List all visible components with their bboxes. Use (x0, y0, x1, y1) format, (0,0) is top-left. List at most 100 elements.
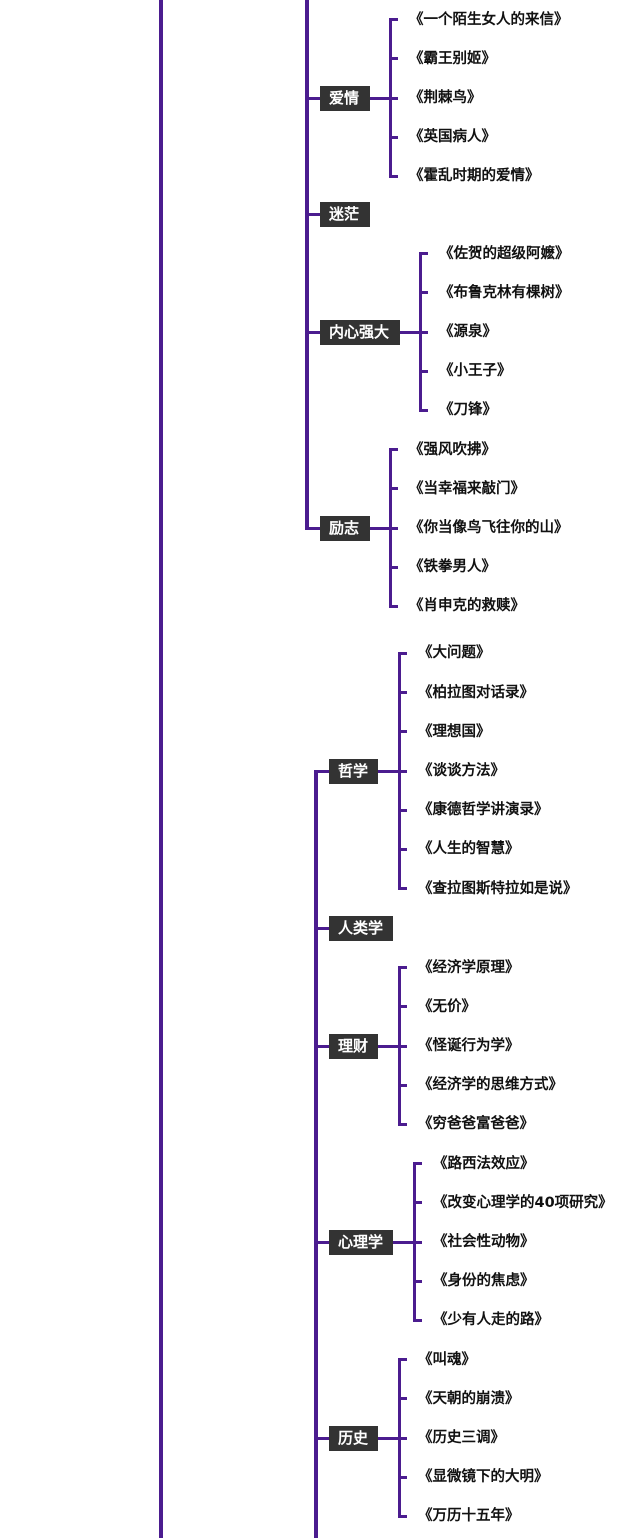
category-connector-line (314, 1240, 329, 1244)
book-tick-line (413, 1318, 422, 1322)
book-title: 《荆棘鸟》 (409, 90, 482, 106)
book-title: 《霸王别姬》 (409, 50, 496, 67)
book-title: 《铁拳男人》 (409, 559, 496, 576)
book-title: 《查拉图斯特拉如是说》 (418, 880, 578, 897)
book-tick-line (389, 135, 398, 139)
category-connector-line (314, 926, 329, 930)
book-title: 《无价》 (418, 998, 476, 1015)
book-title: 《少有人走的路》 (433, 1312, 549, 1329)
book-title: 《理想国》 (418, 723, 491, 740)
category-connector-line (305, 96, 320, 100)
category-connector-line (314, 1436, 329, 1440)
book-tick-line (398, 1083, 407, 1087)
category-node-2: 理财 (329, 1033, 378, 1059)
book-title: 《佐贺的超级阿嬷》 (439, 245, 570, 262)
book-tick-line (413, 1279, 422, 1283)
book-tick-line (398, 966, 407, 970)
category-node-0: 爱情 (320, 85, 370, 111)
category-node-1: 人类学 (329, 915, 393, 941)
book-title: 《穷爸爸富爸爸》 (418, 1116, 534, 1133)
book-title: 《刀锋》 (439, 402, 497, 419)
book-title: 《一个陌生女人的来信》 (409, 11, 569, 28)
book-tick-line (398, 1044, 407, 1048)
category-node-2: 内心强大 (320, 319, 400, 345)
book-tick-line (398, 1475, 407, 1479)
branch-connector-line (378, 1044, 406, 1048)
book-tick-line (398, 1122, 407, 1126)
book-title: 《柏拉图对话录》 (418, 684, 534, 701)
category-connector-line (305, 212, 320, 216)
category-connector-line (314, 1044, 329, 1048)
branch-connector-line (378, 769, 406, 773)
book-title: 《社会性动物》 (433, 1234, 535, 1250)
book-title: 《你当像鸟飞往你的山》 (409, 520, 569, 536)
main-trunk-line (159, 0, 163, 1538)
branch-connector-line (400, 330, 427, 334)
book-tick-line (398, 887, 407, 891)
book-title: 《强风吹拂》 (409, 441, 496, 458)
book-tick-line (398, 691, 407, 695)
category-connector-line (305, 526, 320, 530)
book-tick-line (398, 1436, 407, 1440)
branch-connector-line (370, 526, 397, 530)
book-title: 《历史三调》 (418, 1430, 505, 1446)
book-tick-line (398, 847, 407, 851)
book-tick-line (389, 96, 398, 100)
category-connector-line (305, 330, 320, 334)
category-node-4: 历史 (329, 1425, 378, 1451)
book-tick-line (413, 1240, 422, 1244)
book-tick-line (398, 769, 407, 773)
book-tick-line (413, 1162, 422, 1166)
book-title: 《英国病人》 (409, 129, 496, 146)
book-tick-line (398, 1397, 407, 1401)
book-tick-line (419, 252, 428, 256)
book-tick-line (389, 526, 398, 530)
book-tick-line (419, 330, 428, 334)
book-title: 《显微镜下的大明》 (418, 1469, 549, 1486)
branch-connector-line (370, 96, 397, 100)
book-tick-line (389, 604, 398, 608)
book-tick-line (389, 57, 398, 61)
book-title: 《经济学原理》 (418, 959, 520, 976)
book-tick-line (389, 448, 398, 452)
book-title: 《谈谈方法》 (418, 763, 505, 779)
branch-connector-line (393, 1240, 421, 1244)
book-title: 《万历十五年》 (418, 1508, 520, 1525)
book-tick-line (389, 487, 398, 491)
book-tick-line (398, 1514, 407, 1518)
book-title: 《怪诞行为学》 (418, 1038, 520, 1054)
book-tick-line (389, 18, 398, 22)
book-title: 《改变心理学的40项研究》 (433, 1194, 613, 1211)
book-tick-line (389, 174, 398, 178)
book-tick-line (419, 291, 428, 295)
branch-connector-line (378, 1436, 406, 1440)
book-tick-line (389, 565, 398, 569)
book-title: 《源泉》 (439, 324, 497, 340)
group-spine-line (305, 0, 309, 530)
book-title: 《康德哲学讲演录》 (418, 802, 549, 819)
book-title: 《霍乱时期的爱情》 (409, 168, 540, 185)
book-title: 《大问题》 (418, 645, 491, 662)
book-title: 《当幸福来敲门》 (409, 480, 525, 497)
book-title: 《人生的智慧》 (418, 841, 520, 858)
book-tick-line (419, 369, 428, 373)
book-title: 《经济学的思维方式》 (418, 1077, 563, 1094)
group-spine-line (314, 770, 318, 1538)
category-node-3: 心理学 (329, 1229, 393, 1255)
book-title: 《肖申克的救赎》 (409, 598, 525, 615)
book-title: 《叫魂》 (418, 1351, 476, 1368)
book-tick-line (398, 730, 407, 734)
category-node-0: 哲学 (329, 758, 378, 784)
book-title: 《天朝的崩溃》 (418, 1390, 520, 1407)
category-connector-line (314, 769, 329, 773)
category-node-1: 迷茫 (320, 201, 370, 227)
book-title: 《小王子》 (439, 363, 512, 380)
book-tick-line (419, 408, 428, 412)
book-tick-line (398, 808, 407, 812)
book-tick-line (398, 651, 407, 655)
book-tick-line (413, 1201, 422, 1205)
book-title: 《布鲁克林有棵树》 (439, 284, 570, 301)
book-title: 《身份的焦虑》 (433, 1273, 535, 1290)
book-title: 《路西法效应》 (433, 1155, 535, 1172)
